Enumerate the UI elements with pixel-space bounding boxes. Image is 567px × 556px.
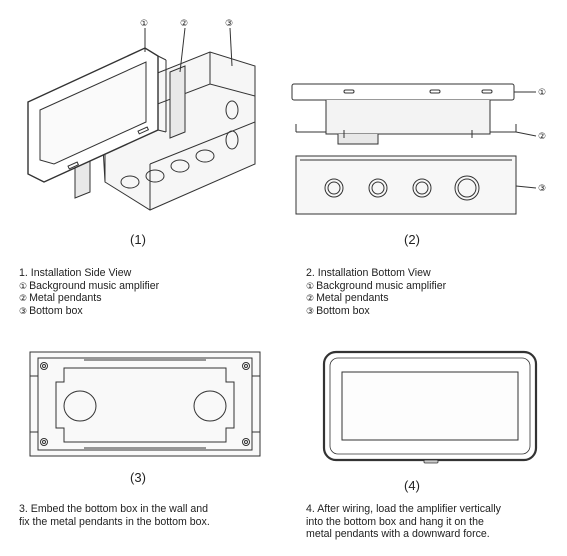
description-line: metal pendants with a downward force. xyxy=(306,528,490,541)
callouts-figure-1: ① ② ③ xyxy=(140,19,233,29)
screw-holes xyxy=(40,362,250,446)
figure-1-caption: (1) xyxy=(130,232,146,247)
callouts-figure-2: ① ② ③ xyxy=(538,88,546,194)
description-line: 3. Embed the bottom box in the wall and xyxy=(19,503,209,515)
description-step-3: 3. Embed the bottom box in the wall and … xyxy=(19,503,210,528)
metal-pendant xyxy=(169,65,186,139)
description-line: into the bottom box and hang it on the xyxy=(306,515,484,528)
callout-3: ③ xyxy=(538,184,546,194)
description-title: 2. Installation Bottom View xyxy=(306,267,431,279)
figure-4-caption: (4) xyxy=(404,478,420,493)
callout-1: ① xyxy=(140,19,148,29)
bottom-box xyxy=(295,155,517,215)
figure-3-bottom-box-front xyxy=(24,346,266,464)
figure-2-caption: (2) xyxy=(404,232,420,247)
description-title: 1. Installation Side View xyxy=(19,267,132,279)
knockout-holes xyxy=(120,100,239,189)
description-line: 4. After wiring, load the amplifier vert… xyxy=(306,503,501,515)
figure-4-amplifier-front xyxy=(318,346,544,468)
figure-2-bottom-view: ① ② ③ xyxy=(286,78,558,222)
metal-pendants xyxy=(295,124,517,138)
description-line: fix the metal pendants in the bottom box… xyxy=(19,515,210,528)
figure-1-side-view: ① ② ③ xyxy=(20,14,260,224)
callout-3: ③ xyxy=(225,19,233,29)
description-step-4: 4. After wiring, load the amplifier vert… xyxy=(306,503,501,541)
callout-1: ① xyxy=(538,88,546,98)
figure-3-caption: (3) xyxy=(130,470,146,485)
amplifier-screen xyxy=(341,371,519,441)
amplifier-panel xyxy=(291,83,515,101)
bottom-box-frame xyxy=(29,351,261,457)
callout-2: ② xyxy=(180,19,188,29)
callout-2: ② xyxy=(538,132,546,142)
